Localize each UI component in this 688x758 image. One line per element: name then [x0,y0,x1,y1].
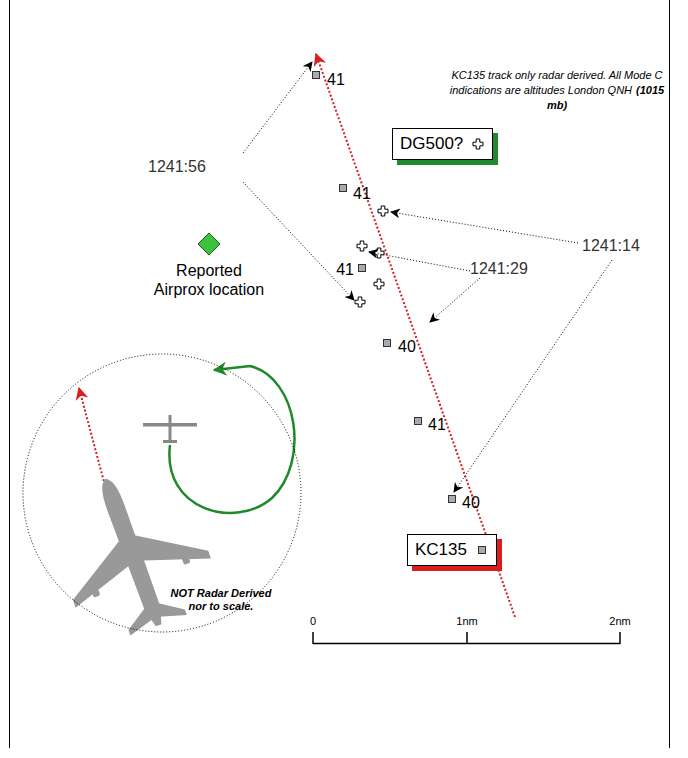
radar-return [415,418,422,425]
glider-return [355,297,365,307]
glider-fuselage [169,415,172,443]
radar-return [340,185,347,192]
note-block: KC135 track only radar derived. All Mode… [439,68,675,113]
leader-line [243,62,312,153]
altitude-label: 40 [398,338,416,356]
radar-return [359,265,366,272]
tanker-box: KC135 [407,534,497,566]
radar-return [449,496,456,503]
inset-note: NOT Radar Derived nor to scale. [162,587,280,613]
tanker-engine [102,560,115,579]
radar-return [313,72,320,79]
box-label: DG500? [400,134,463,154]
frame-line [9,0,10,748]
radar-symbol [475,543,489,557]
altitude-label: 40 [462,494,480,512]
frame-line [669,0,670,748]
time-label: 1241:14 [582,237,640,255]
glider-wing [143,423,197,427]
radar-symbol [478,547,485,554]
airprox-marker: Reported Airprox location [149,232,269,299]
inset-outline [23,354,301,632]
glider-symbol [471,137,485,151]
box-label: KC135 [415,540,467,560]
tanker-engine [178,546,191,565]
glider-silhouette [143,415,197,443]
radar-return [384,340,391,347]
airprox-diamond [198,233,220,255]
note-text: KC135 track only radar derived. All Mode… [450,69,663,96]
glider-tail [163,440,177,443]
leader-line [454,260,612,492]
glider-orbit [169,366,294,513]
scale-label: 2nm [609,615,630,627]
tanker-engine [88,578,101,597]
tanker-engine [155,541,168,560]
altitude-label: 41 [336,261,354,279]
altitude-label: 41 [353,185,371,203]
altitude-label: 41 [327,71,345,89]
scale-tick [466,632,468,644]
time-label: 1241:29 [470,260,528,278]
glider-box: DG500? [392,128,493,160]
scale-tick [312,632,314,644]
glider-return [378,206,388,216]
altitude-label: 41 [428,416,446,434]
scale-label: 1nm [456,615,477,627]
glider-return [357,241,367,251]
location-label: Reported Airprox location [149,261,269,299]
leader-line [391,212,578,243]
inset-circle: NOT Radar Derived nor to scale. [22,353,302,633]
kc135-track [316,54,515,617]
tanker-silhouette [38,454,227,650]
time-label: 1241:56 [148,158,206,176]
airprox-diamond [149,232,269,258]
scale-tick [619,632,621,644]
tanker-tailplane [123,593,187,635]
leader-line [369,252,470,271]
leader-line [430,278,480,322]
glider-return [374,279,384,289]
scale-label: 0 [310,615,316,627]
glider-symbol [473,139,483,149]
